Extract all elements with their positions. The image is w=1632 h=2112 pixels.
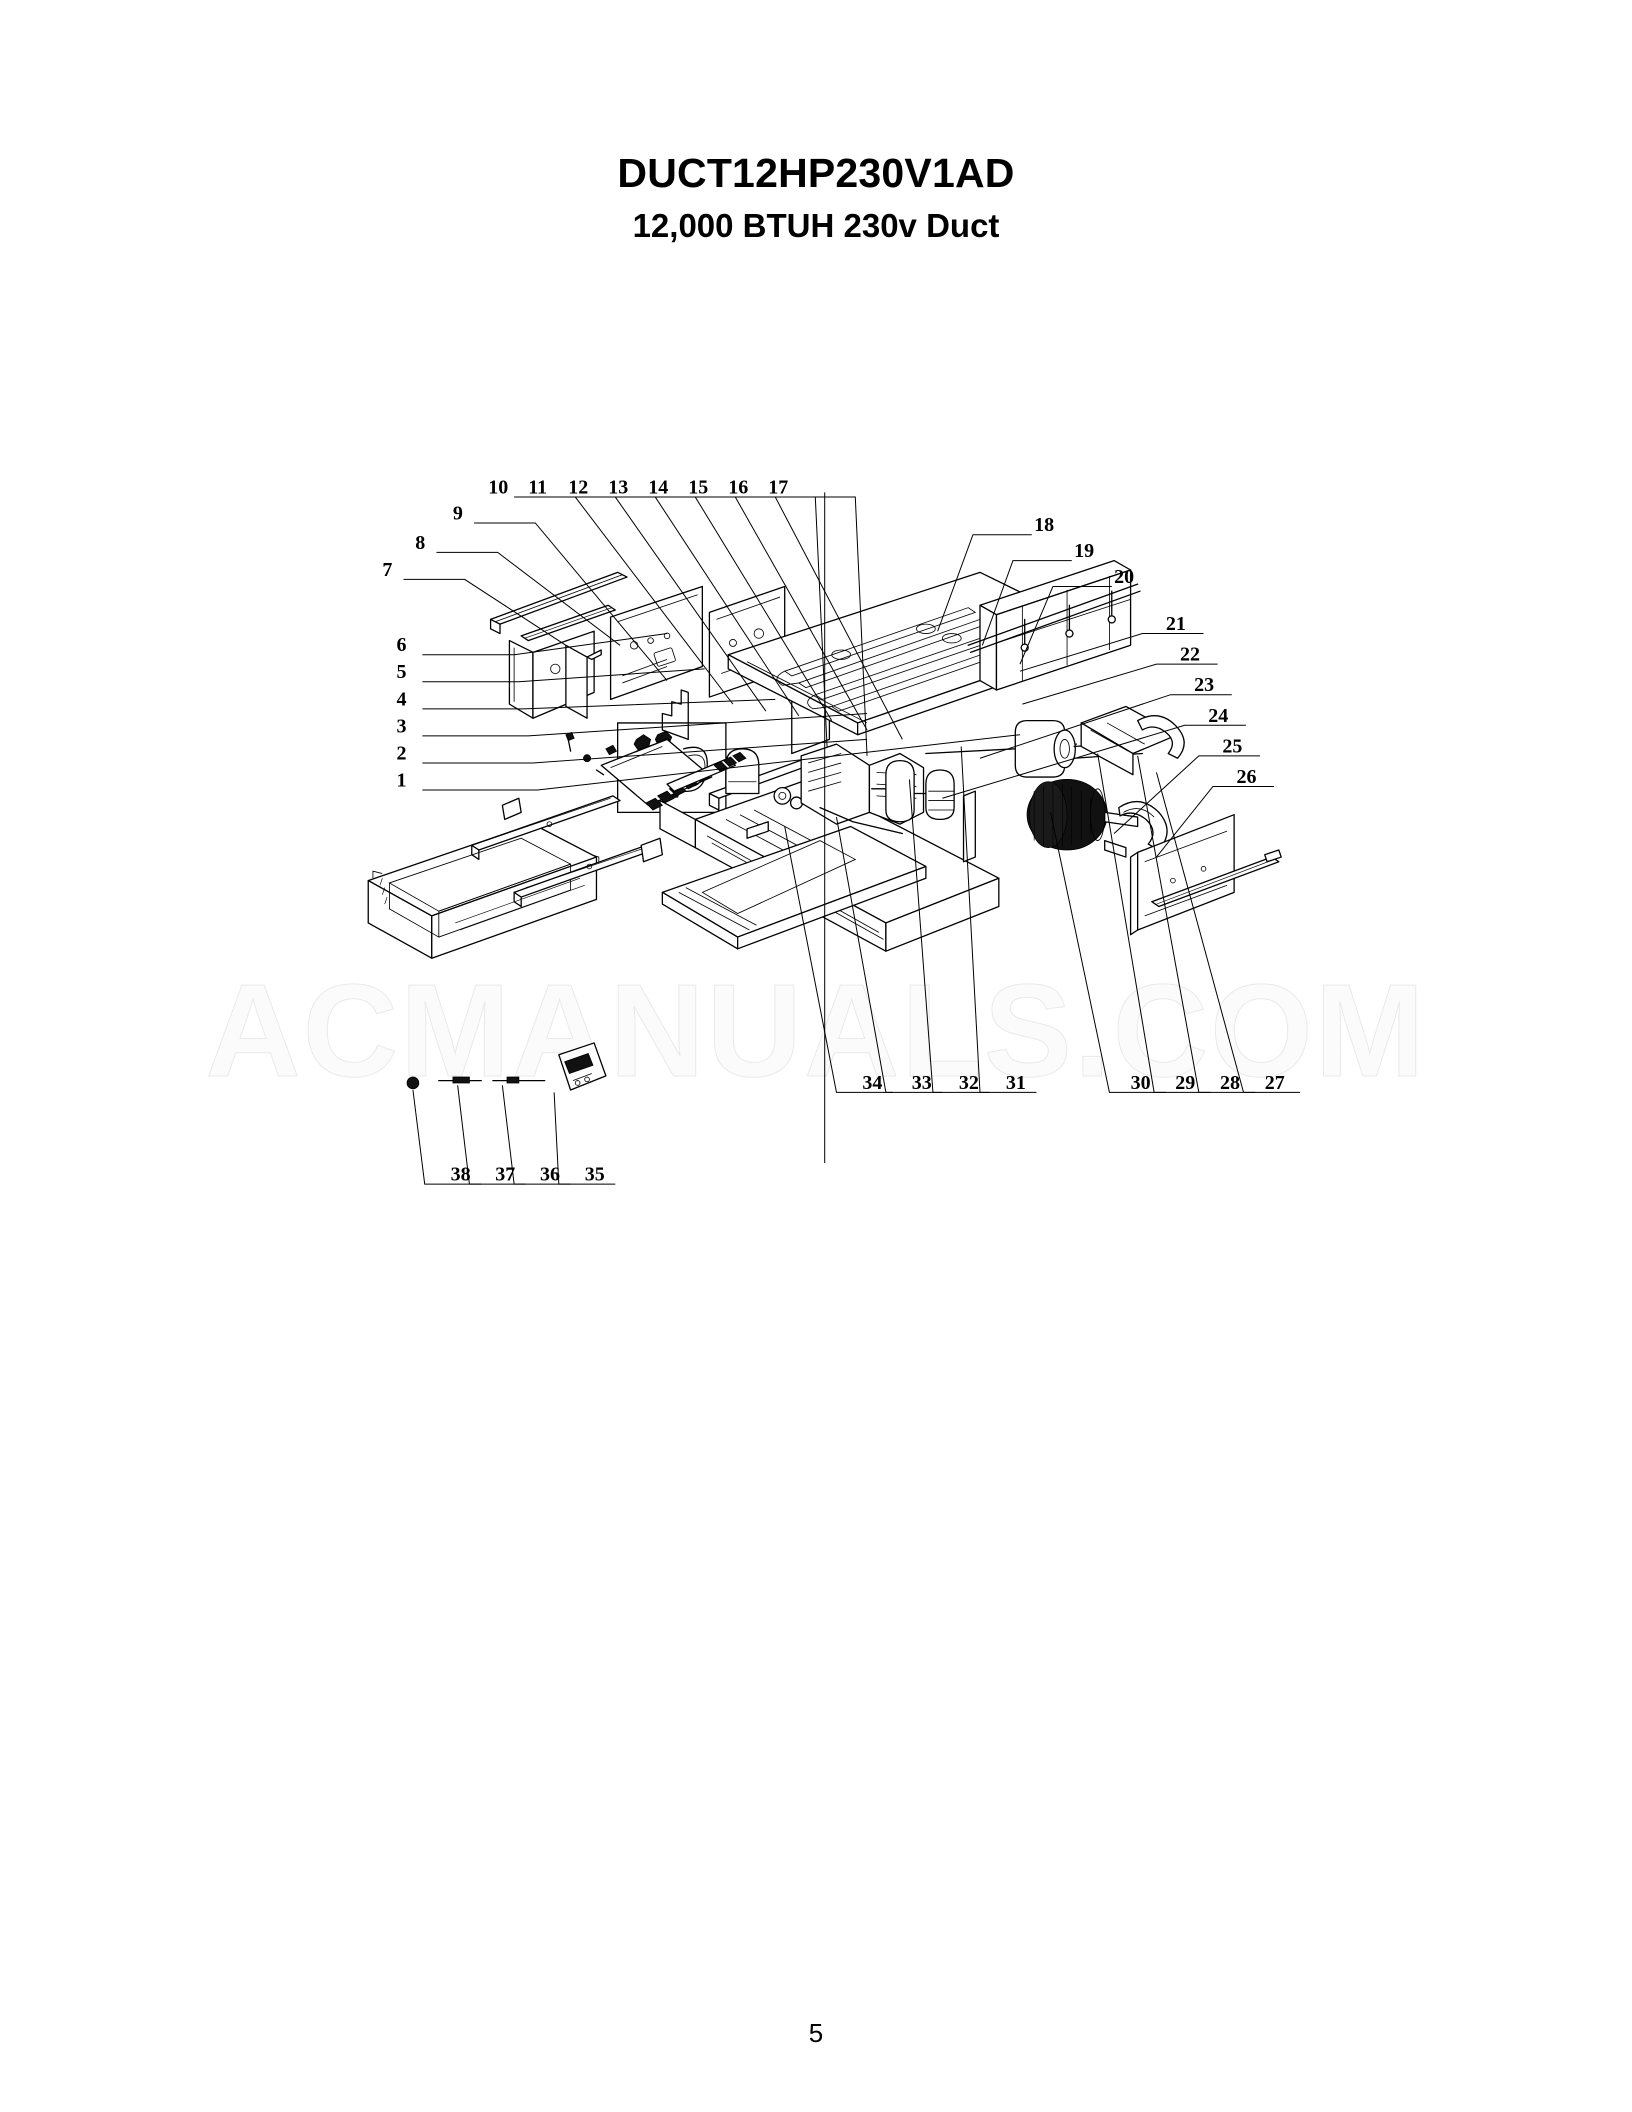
part-accessory-row <box>406 1042 607 1091</box>
callout-37: 37 <box>495 1164 515 1186</box>
callout-21: 21 <box>1166 613 1186 635</box>
part-valve-and-motor-cluster <box>725 743 976 863</box>
callout-14: 14 <box>648 477 668 499</box>
callout-16: 16 <box>728 477 748 499</box>
callout-31: 31 <box>1006 1072 1026 1094</box>
part-side-mount-plate <box>1129 814 1282 936</box>
callout-36: 36 <box>540 1164 560 1186</box>
callout-3: 3 <box>396 715 406 737</box>
callout-1: 1 <box>396 769 406 791</box>
callout-labels: 1 2 3 4 5 6 7 8 9 10 11 12 13 14 15 16 1… <box>382 477 1284 1186</box>
callout-18: 18 <box>1034 514 1054 536</box>
part-blower-assembly <box>925 719 1144 851</box>
page-subtitle: 12,000 BTUH 230v Duct <box>632 207 1000 244</box>
callout-8: 8 <box>415 532 425 554</box>
callout-34: 34 <box>862 1072 882 1094</box>
callout-20: 20 <box>1114 566 1134 588</box>
callout-19: 19 <box>1074 540 1094 562</box>
callout-35: 35 <box>585 1164 605 1186</box>
part-hardware-fasteners <box>565 731 618 763</box>
page-number: 5 <box>808 2018 824 2048</box>
part-control-box-assembly <box>489 571 831 755</box>
callout-13: 13 <box>608 477 628 499</box>
callout-7: 7 <box>382 559 392 581</box>
title-block: DUCT12HP230V1AD 12,000 BTUH 230v Duct <box>0 148 1632 248</box>
callout-23: 23 <box>1194 674 1214 696</box>
callout-32: 32 <box>959 1072 979 1094</box>
callout-6: 6 <box>396 634 406 656</box>
page-title: DUCT12HP230V1AD <box>617 150 1015 196</box>
callout-12: 12 <box>568 477 588 499</box>
part-remote-controller <box>558 1042 607 1091</box>
callout-25: 25 <box>1222 735 1242 757</box>
callout-30: 30 <box>1131 1072 1151 1094</box>
part-drain-pan <box>661 825 927 950</box>
leader-lines <box>403 492 1300 1185</box>
callout-11: 11 <box>528 477 547 499</box>
exploded-parts-diagram: .ln { fill:none; stroke:#000; stroke-wid… <box>210 410 1430 1210</box>
callout-38: 38 <box>451 1164 471 1186</box>
callout-29: 29 <box>1175 1072 1195 1094</box>
part-blower-wheel <box>1026 779 1108 851</box>
part-rear-panel-grille <box>967 559 1141 691</box>
callout-9: 9 <box>453 502 463 524</box>
callout-10: 10 <box>488 477 508 499</box>
part-filter-rails <box>471 795 663 908</box>
callout-17: 17 <box>768 477 788 499</box>
part-screw-fastener <box>406 1076 420 1090</box>
callout-4: 4 <box>396 688 406 710</box>
callout-24: 24 <box>1208 705 1228 727</box>
callout-5: 5 <box>396 661 406 683</box>
callout-26: 26 <box>1236 766 1256 788</box>
callout-15: 15 <box>688 477 708 499</box>
callout-2: 2 <box>396 742 406 764</box>
callout-22: 22 <box>1180 644 1200 666</box>
callout-27: 27 <box>1265 1072 1285 1094</box>
callout-28: 28 <box>1220 1072 1240 1094</box>
callout-33: 33 <box>912 1072 932 1094</box>
